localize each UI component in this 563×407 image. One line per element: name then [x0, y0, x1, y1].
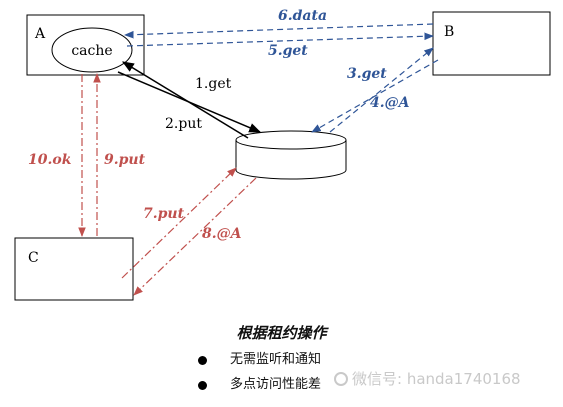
edge-label-7: 7.put [143, 206, 185, 222]
bullet-dot-icon [198, 381, 207, 390]
watermark: 微信号: handa1740168 [334, 368, 521, 389]
edge-label-3: 3.get [347, 66, 387, 82]
wechat-icon [334, 371, 348, 386]
watermark-text: 微信号: handa1740168 [352, 370, 521, 388]
node-b-box [432, 11, 551, 76]
edge-label-2: 2.put [165, 116, 202, 132]
edge-label-10: 10.ok [28, 152, 72, 168]
edge-4-line [311, 59, 439, 133]
cache-label: cache [71, 43, 112, 59]
edge-label-1: 1.get [195, 76, 232, 92]
edge-label-8: 8.@A [202, 226, 242, 242]
edge-5-line [126, 32, 434, 47]
edge-6-line [124, 23, 434, 39]
edge-label-5: 5.get [268, 43, 308, 59]
node-c-label: C [28, 250, 39, 266]
edge-7-line [121, 167, 237, 279]
edge-8-line [133, 177, 257, 296]
storage-cylinder [235, 130, 347, 180]
bullet-item: 无需监听和通知 [198, 350, 321, 375]
edge-label-6: 6.data [278, 8, 327, 24]
edge-2-line [117, 71, 262, 133]
edge-label-4: 4.@A [370, 95, 410, 111]
bullet-text: 多点访问性能差 [230, 377, 322, 392]
cache-ellipse [51, 27, 133, 73]
node-c-box [14, 237, 134, 301]
edge-3-line [329, 47, 434, 133]
bullet-item: 多点访问性能差 [198, 375, 321, 400]
node-a-label: A [34, 26, 46, 42]
node-b-label: B [444, 24, 454, 40]
bullet-text: 无需监听和通知 [230, 352, 322, 367]
diagram-caption: 根据租约操作 [236, 324, 327, 342]
edge-label-9: 9.put [104, 152, 146, 168]
bullet-dot-icon [198, 356, 207, 365]
bullet-list: 无需监听和通知 多点访问性能差 [198, 350, 321, 400]
